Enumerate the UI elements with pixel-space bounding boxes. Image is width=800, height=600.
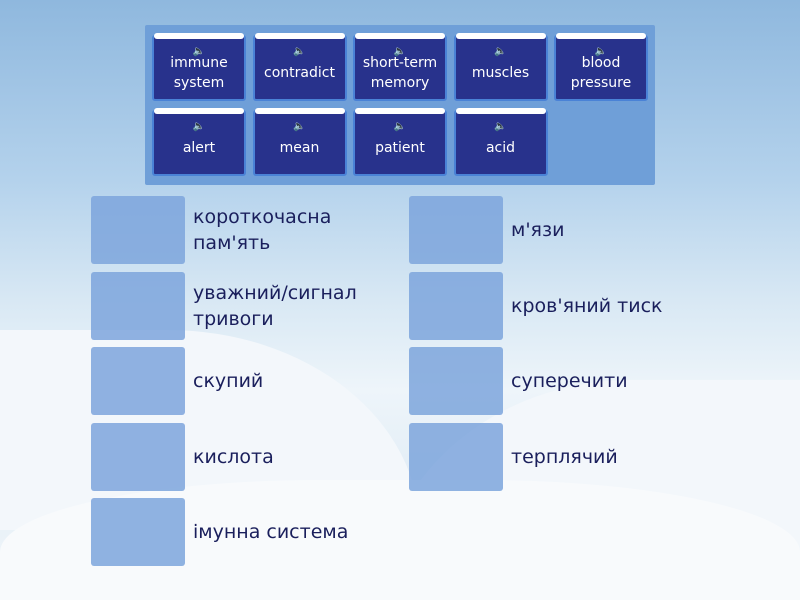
card-label: mean — [279, 140, 320, 156]
target-label: імунна система — [193, 521, 349, 543]
target-label: суперечити — [511, 370, 628, 392]
drop-zone[interactable] — [409, 347, 503, 415]
speaker-icon[interactable]: 🔈 — [594, 46, 608, 57]
target-label: уважний/сигнал тривоги — [193, 281, 357, 330]
drop-zone[interactable] — [409, 196, 503, 264]
answer-card[interactable]: 🔈 acid — [453, 108, 548, 176]
drop-zone[interactable] — [91, 271, 185, 340]
speaker-icon[interactable]: 🔈 — [293, 46, 306, 57]
target-label: кислота — [193, 445, 274, 468]
target-label: кров'яний тиск — [511, 294, 663, 317]
speaker-icon[interactable]: 🔈 — [393, 121, 407, 132]
drop-zone[interactable] — [91, 347, 185, 415]
card-label: acid — [485, 140, 516, 156]
card-label: immune system — [170, 55, 228, 91]
drop-zone[interactable] — [91, 422, 185, 491]
target-label: короткочасна пам'ять — [193, 206, 332, 254]
speaker-icon[interactable]: 🔈 — [192, 46, 206, 57]
answer-card[interactable]: 🔈 muscles — [453, 33, 548, 101]
drop-zone[interactable] — [91, 498, 185, 566]
target-label: скупий — [193, 370, 264, 392]
speaker-icon[interactable]: 🔈 — [494, 46, 507, 57]
speaker-icon[interactable]: 🔈 — [494, 121, 507, 132]
card-label: patient — [375, 140, 425, 156]
answer-card[interactable]: 🔈 alert — [152, 108, 246, 176]
speaker-icon[interactable]: 🔈 — [293, 121, 306, 132]
drop-zone[interactable] — [91, 196, 185, 264]
target-label: м'язи — [511, 219, 565, 241]
speaker-icon[interactable]: 🔈 — [393, 46, 407, 57]
card-label: short-term memory — [362, 55, 438, 91]
card-label: alert — [182, 140, 216, 156]
answer-card[interactable]: 🔈short-term memory — [353, 33, 447, 101]
answer-card[interactable]: 🔈 patient — [353, 108, 447, 176]
target-label: терплячий — [511, 445, 618, 468]
drop-zone[interactable] — [409, 271, 503, 340]
drop-zone[interactable] — [409, 422, 503, 491]
answer-card[interactable]: 🔈blood pressure — [554, 33, 648, 101]
answer-card[interactable]: 🔈immune system — [152, 33, 246, 101]
answer-card[interactable]: 🔈 contradict — [252, 33, 347, 101]
card-label: blood pressure — [570, 55, 632, 91]
answer-card[interactable]: 🔈 mean — [252, 108, 347, 176]
card-label: contradict — [264, 65, 335, 81]
card-label: muscles — [471, 65, 530, 81]
speaker-icon[interactable]: 🔈 — [192, 121, 206, 132]
